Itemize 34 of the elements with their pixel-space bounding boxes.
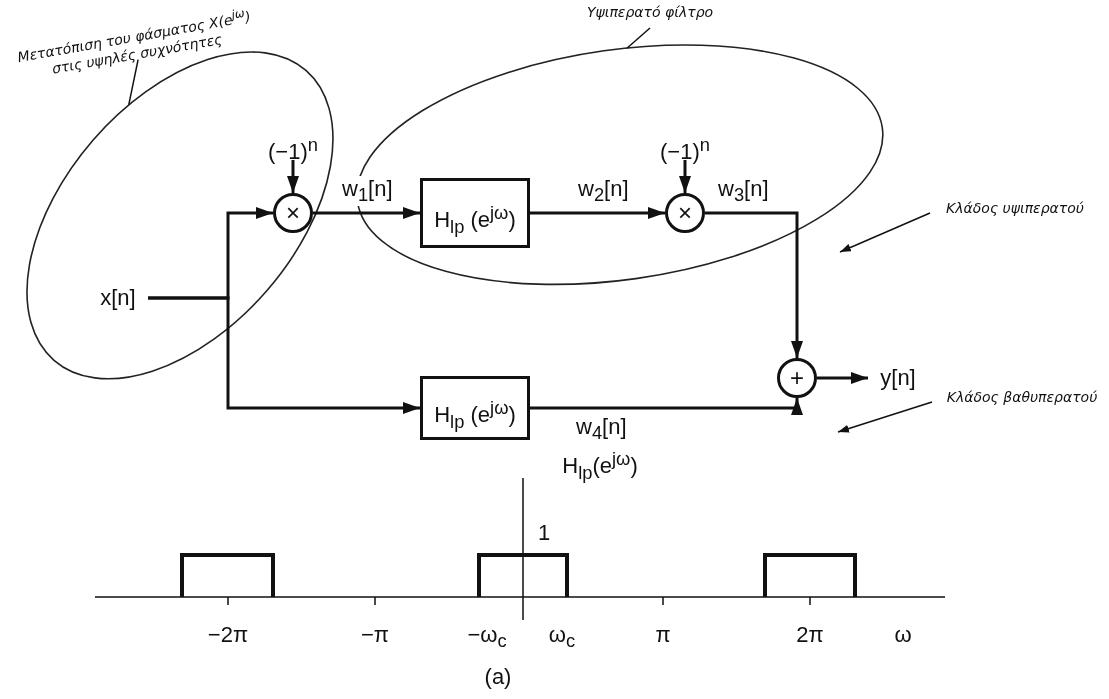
arrow: [839, 212, 931, 253]
caption: (a): [484, 664, 512, 690]
signal-arrow: [148, 296, 420, 414]
tick-label: −π: [361, 622, 389, 648]
filter-box: H$_{lp}$ (e$^{jω}$): [420, 376, 530, 440]
handwritten-note: Κλάδος υψιπερατού: [930, 200, 1100, 226]
signal-arrow: [679, 160, 691, 193]
tick-label: −2π: [207, 622, 249, 648]
multiplier-symbol: ×: [665, 193, 705, 233]
arrow: [837, 401, 933, 433]
tick-label: −ω$_{c}$: [467, 622, 507, 653]
signal-arrow: [530, 207, 665, 219]
signal-arrow: [287, 160, 299, 193]
leader-line: [128, 58, 139, 106]
signal-arrow: [530, 398, 803, 415]
plot-title: H$_{lp}$(e$^{jω}$): [562, 448, 638, 484]
adder-symbol: +: [777, 358, 817, 398]
tick-label: ω$_{c}$: [548, 622, 576, 653]
signal-arrow: [705, 211, 803, 358]
filter-box: H$_{lp}$ (e$^{jω}$): [420, 178, 530, 248]
signal-arrow: [817, 372, 868, 384]
signal-label: y[n]: [868, 363, 928, 393]
handwritten-note: Κλάδος βαθυπερατού: [932, 389, 1109, 415]
signal-label: x[n]: [88, 283, 148, 313]
multiplier-symbol: ×: [273, 193, 313, 233]
handwritten-note: Μετατόπιση του φάσματος X(e$^{jω}$) στις υψηλές συχνότητες: [0, 0, 272, 84]
handwritten-note: Υψιπερατό φίλτρο: [560, 4, 740, 28]
signal-arrow: [313, 207, 420, 219]
leader-line: [626, 27, 651, 50]
tick-label: 2π: [796, 622, 824, 648]
axis-value-label: 1: [538, 520, 551, 546]
edge-label: w$_{1}$[n]: [340, 176, 395, 207]
axis-label: ω: [894, 622, 912, 648]
tick-label: π: [655, 622, 671, 648]
